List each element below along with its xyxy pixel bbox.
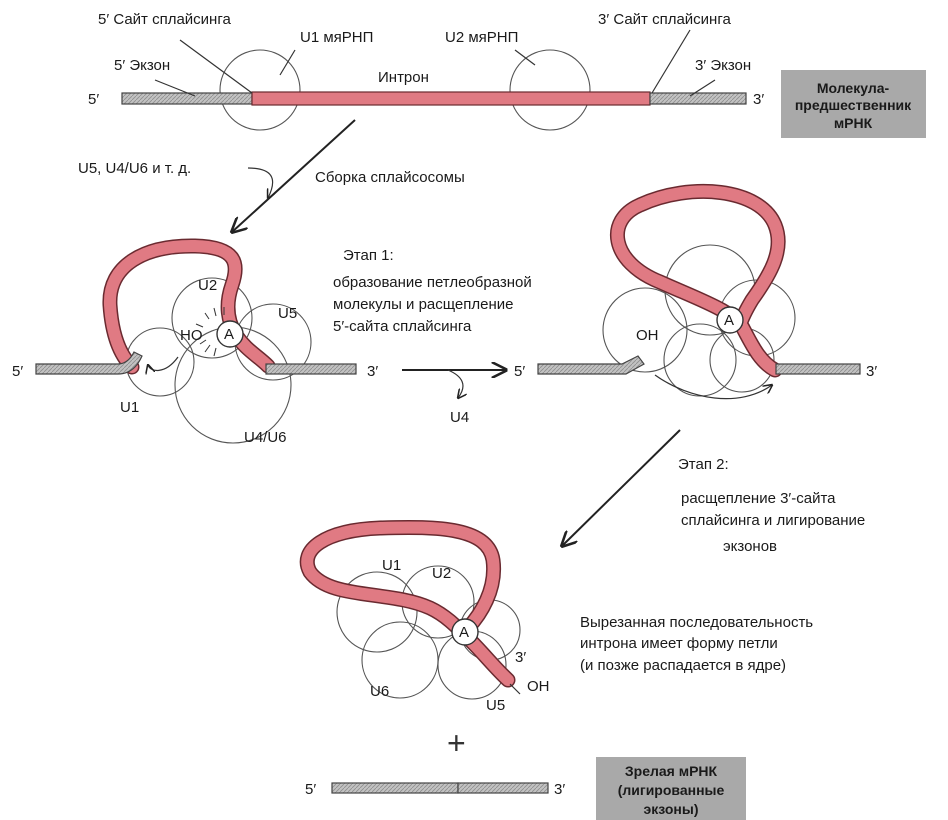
excised-lariat: A U1 U2 U6 U5 3′ OH Вырезанная последова… bbox=[307, 527, 813, 714]
step-2: Этап 2: расщепление 3′-сайта сплайсинга … bbox=[562, 430, 865, 555]
precursor-box-line-1: Молекула- bbox=[817, 80, 890, 96]
plus-sign: + bbox=[447, 725, 466, 761]
left-u1-label: U1 bbox=[120, 399, 139, 416]
step2-arrow bbox=[562, 430, 680, 546]
mature-box-line-3: экзоны) bbox=[644, 801, 699, 817]
step2-line-1: расщепление 3′-сайта bbox=[681, 490, 836, 507]
assembly-step: U5, U4/U6 и т. д. Сборка сплайсосомы bbox=[78, 120, 465, 232]
right-5-end: 5′ bbox=[514, 363, 525, 380]
left-3-end: 3′ bbox=[367, 363, 378, 380]
left-u2-label: U2 bbox=[198, 277, 217, 294]
right-a-label: A bbox=[724, 312, 734, 329]
precursor-box: Молекула- предшественник мРНК bbox=[781, 70, 926, 138]
precursor-box-line-2: предшественник bbox=[795, 97, 912, 113]
right-3-end: 3′ bbox=[866, 363, 877, 380]
lariat-3-end: 3′ bbox=[515, 649, 526, 666]
lariat-caption-1: Вырезанная последовательность bbox=[580, 614, 813, 631]
three-exon-label: 3′ Экзон bbox=[695, 57, 751, 74]
u2-snrnp bbox=[510, 50, 590, 130]
mature-box-line-1: Зрелая мРНК bbox=[625, 763, 718, 779]
right-spliceosome: A OH 5′ 3′ bbox=[514, 191, 877, 398]
precursor-box-line-3: мРНК bbox=[834, 115, 873, 131]
mature-exon-1 bbox=[332, 783, 458, 793]
lariat-oh: OH bbox=[527, 678, 550, 695]
precursor-3-end: 3′ bbox=[753, 91, 764, 108]
step1-line-2: молекулы и расщепление bbox=[333, 296, 514, 313]
u4-release-arrow bbox=[448, 370, 463, 398]
assembly-factors: U5, U4/U6 и т. д. bbox=[78, 160, 191, 177]
step1-line-3: 5′-сайта сплайсинга bbox=[333, 318, 472, 335]
left-spliceosome: HO A U2 U5 U1 U4/U6 5′ 3′ bbox=[12, 246, 378, 446]
five-exon-bar bbox=[122, 93, 252, 104]
assembly-label: Сборка сплайсосомы bbox=[315, 169, 465, 186]
five-splice-site-label: 5′ Сайт сплайсинга bbox=[98, 11, 231, 28]
step-1: Этап 1: образование петлеобразной молеку… bbox=[333, 247, 532, 426]
step2-line-3: экзонов bbox=[723, 538, 777, 555]
lariat-u2: U2 bbox=[432, 565, 451, 582]
lariat-a-label: A bbox=[459, 624, 469, 641]
right-oh: OH bbox=[636, 327, 659, 344]
u1-snrnp-label: U1 мяРНП bbox=[300, 29, 373, 46]
mature-3-end: 3′ bbox=[554, 781, 565, 798]
mature-exon-2 bbox=[458, 783, 548, 793]
left-u5-label: U5 bbox=[278, 305, 297, 322]
three-exon-bar bbox=[650, 93, 746, 104]
mature-box-line-2: (лигированные bbox=[618, 782, 725, 798]
left-5-end: 5′ bbox=[12, 363, 23, 380]
mature-5-end: 5′ bbox=[305, 781, 316, 798]
left-a-label: A bbox=[224, 326, 234, 343]
factors-join-arrow bbox=[248, 168, 273, 198]
u2-snrnp-label: U2 мяРНП bbox=[445, 29, 518, 46]
left-ho: HO bbox=[180, 327, 203, 344]
three-splice-site-label: 3′ Сайт сплайсинга bbox=[598, 11, 731, 28]
intron-label: Интрон bbox=[378, 69, 429, 86]
lariat-u6: U6 bbox=[370, 683, 389, 700]
step1-title: Этап 1: bbox=[343, 247, 394, 264]
five-exon-label: 5′ Экзон bbox=[114, 57, 170, 74]
step1-line-1: образование петлеобразной bbox=[333, 274, 532, 291]
lariat-u1: U1 bbox=[382, 557, 401, 574]
lariat-caption-3: (и позже распадается в ядре) bbox=[580, 657, 786, 674]
mature-mrna: 5′ 3′ Зрелая мРНК (лигированные экзоны) bbox=[305, 757, 746, 820]
lariat-u5: U5 bbox=[486, 697, 505, 714]
u4-released-label: U4 bbox=[450, 409, 469, 426]
precursor-mrna: 5′ 3′ 5′ Сайт сплайсинга U1 мяРНП U2 мяР… bbox=[88, 11, 764, 130]
step2-title: Этап 2: bbox=[678, 456, 729, 473]
intron-bar bbox=[252, 92, 650, 105]
step2-line-2: сплайсинга и лигирование bbox=[681, 512, 865, 529]
lariat-caption-2: интрона имеет форму петли bbox=[580, 635, 778, 652]
precursor-5-end: 5′ bbox=[88, 91, 99, 108]
left-u4u6-label: U4/U6 bbox=[244, 429, 287, 446]
